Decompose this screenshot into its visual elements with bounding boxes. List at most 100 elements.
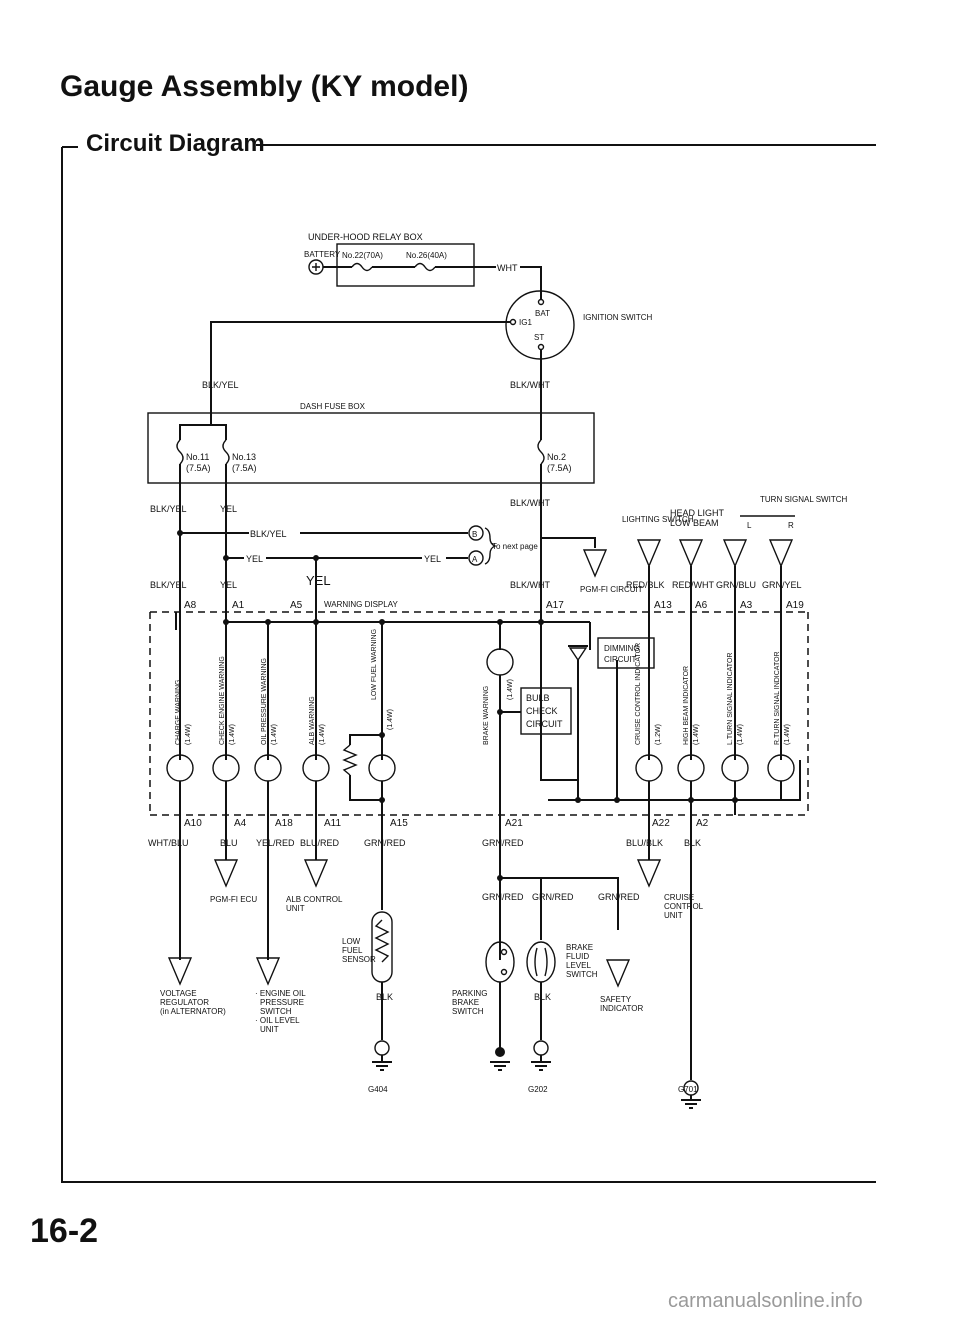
svg-text:WHT/BLU: WHT/BLU bbox=[148, 838, 189, 848]
fuse-40a-icon bbox=[414, 262, 436, 272]
bottom-wiring: WHT/BLU BLU YEL/RED BLU/RED GRN/RED GRN/… bbox=[148, 815, 704, 1109]
svg-text:BLK: BLK bbox=[684, 838, 701, 848]
svg-text:(1.4W): (1.4W) bbox=[387, 709, 394, 730]
page-frame bbox=[61, 144, 876, 1183]
engine-oil-arrow-icon bbox=[255, 957, 281, 986]
svg-text:A22: A22 bbox=[652, 818, 670, 829]
svg-text:A: A bbox=[472, 555, 478, 564]
wire-blk-yel-label: BLK/YEL bbox=[202, 380, 239, 390]
svg-text:(1.4W): (1.4W) bbox=[185, 724, 192, 745]
dash-fuse-box-label: DASH FUSE BOX bbox=[300, 402, 366, 411]
svg-text:A19: A19 bbox=[786, 600, 804, 611]
svg-text:A5: A5 bbox=[290, 600, 303, 611]
svg-text:A11: A11 bbox=[324, 818, 341, 829]
voltage-regulator-arrow-icon bbox=[167, 957, 193, 986]
page-number: 16-2 bbox=[30, 1212, 99, 1250]
svg-text:(1.4W): (1.4W) bbox=[319, 724, 326, 745]
svg-text:· OIL LEVEL: · OIL LEVEL bbox=[255, 1016, 300, 1025]
fuse-11-icon bbox=[176, 439, 184, 465]
svg-text:BLK/WHT: BLK/WHT bbox=[510, 498, 551, 508]
r-turn-label: R.TURN SIGNAL INDICATOR bbox=[774, 651, 781, 745]
svg-text:BRAKE: BRAKE bbox=[452, 998, 479, 1007]
svg-text:(1.4W): (1.4W) bbox=[229, 724, 236, 745]
svg-text:BULB: BULB bbox=[526, 693, 550, 703]
bottom-pins: A10 A4 A18 A11 A15 A21 A22 A2 bbox=[184, 818, 709, 829]
svg-text:SWITCH: SWITCH bbox=[260, 1007, 292, 1016]
svg-text:INDICATOR: INDICATOR bbox=[600, 1004, 643, 1013]
svg-text:RED/WHT: RED/WHT bbox=[672, 580, 714, 590]
warning-display-label: WARNING DISPLAY bbox=[324, 600, 398, 609]
svg-text:A6: A6 bbox=[695, 600, 708, 611]
l-turn-label: L.TURN SIGNAL INDICATOR bbox=[727, 653, 734, 745]
svg-text:HEAD LIGHT: HEAD LIGHT bbox=[670, 508, 725, 518]
dimming-circuit-block: DIMMING CIRCUIT bbox=[597, 637, 655, 669]
svg-text:LOW: LOW bbox=[342, 937, 361, 946]
check-engine-label: CHECK ENGINE WARNING bbox=[219, 656, 226, 745]
diode-icon bbox=[568, 647, 588, 662]
cruise-control-arrow-icon bbox=[636, 859, 662, 888]
svg-text:A10: A10 bbox=[184, 818, 202, 829]
fuse-2-icon bbox=[537, 439, 545, 465]
fuse-70a-icon bbox=[351, 262, 373, 272]
svg-text:A18: A18 bbox=[275, 818, 293, 829]
turn-l-arrow-icon bbox=[722, 539, 748, 568]
svg-text:DIMMING: DIMMING bbox=[604, 644, 640, 653]
ignition-switch: BAT IG1 ST IGNITION SWITCH BLK/YEL BLK/W… bbox=[202, 290, 653, 420]
svg-text:BLK/YEL: BLK/YEL bbox=[150, 580, 187, 590]
fuse-70a-label: No.22(70A) bbox=[342, 251, 383, 260]
svg-text:ALB CONTROL: ALB CONTROL bbox=[286, 895, 343, 904]
svg-text:R: R bbox=[788, 521, 794, 530]
svg-text:SENSOR: SENSOR bbox=[342, 955, 376, 964]
turn-r-arrow-icon bbox=[768, 539, 794, 568]
svg-text:GRN/RED: GRN/RED bbox=[482, 892, 524, 902]
svg-text:UNIT: UNIT bbox=[260, 1025, 279, 1034]
svg-text:UNIT: UNIT bbox=[286, 904, 305, 913]
indicator-lamps: CHARGE WARNING (1.4W) CHECK ENGINE WARNI… bbox=[166, 629, 795, 815]
svg-text:CHECK: CHECK bbox=[526, 706, 558, 716]
svg-text:A17: A17 bbox=[546, 600, 564, 611]
under-hood-relay-box: UNDER-HOOD RELAY BOX No.22(70A) No.26(40… bbox=[304, 232, 542, 300]
charge-warning-label: CHARGE WARNING bbox=[175, 680, 182, 745]
svg-text:BLU/RED: BLU/RED bbox=[300, 838, 340, 848]
svg-text:PARKING: PARKING bbox=[452, 989, 487, 998]
connector-b-icon bbox=[468, 525, 484, 541]
cruise-indicator-label: CRUISE CONTROL INDICATOR bbox=[635, 643, 642, 745]
svg-text:CIRCUIT: CIRCUIT bbox=[526, 719, 563, 729]
svg-text:A15: A15 bbox=[390, 818, 408, 829]
fuse-13-icon bbox=[222, 439, 230, 465]
svg-text:BLK/YEL: BLK/YEL bbox=[250, 529, 287, 539]
svg-text:BLU: BLU bbox=[220, 838, 238, 848]
svg-text:(in ALTERNATOR): (in ALTERNATOR) bbox=[160, 1007, 226, 1016]
lighting-switch-label: LIGHTING SWITCH bbox=[622, 515, 694, 524]
ground-g202-label: G202 bbox=[528, 1085, 548, 1094]
svg-text:LEVEL: LEVEL bbox=[566, 961, 591, 970]
turn-signal-switch-label: TURN SIGNAL SWITCH bbox=[760, 495, 847, 504]
svg-text:LOW BEAM: LOW BEAM bbox=[670, 518, 719, 528]
brake-fluid-switch-icon bbox=[526, 941, 556, 983]
svg-text:A4: A4 bbox=[234, 818, 247, 829]
svg-text:(1.4W): (1.4W) bbox=[507, 679, 514, 700]
low-fuel-label: LOW FUEL WARNING bbox=[371, 629, 378, 700]
to-next-page-label: To next page bbox=[492, 542, 538, 551]
svg-text:BLK: BLK bbox=[534, 992, 551, 1002]
svg-text:CRUISE: CRUISE bbox=[664, 893, 694, 902]
svg-text:FLUID: FLUID bbox=[566, 952, 589, 961]
svg-text:No.13: No.13 bbox=[232, 452, 256, 462]
alb-control-arrow-icon bbox=[303, 859, 329, 888]
svg-text:GRN/RED: GRN/RED bbox=[364, 838, 406, 848]
svg-text:BLK/WHT: BLK/WHT bbox=[510, 580, 551, 590]
svg-text:GRN/RED: GRN/RED bbox=[598, 892, 640, 902]
svg-text:No.11: No.11 bbox=[186, 452, 209, 462]
svg-text:A3: A3 bbox=[740, 600, 753, 611]
alb-warning-label: ALB WARNING bbox=[309, 696, 316, 745]
pgm-fi-circuit-label: PGM-FI CIRCUIT bbox=[580, 585, 643, 594]
svg-text:GRN/BLU: GRN/BLU bbox=[716, 580, 756, 590]
svg-text:REGULATOR: REGULATOR bbox=[160, 998, 209, 1007]
pgm-fi-arrow-icon bbox=[582, 549, 608, 578]
svg-text:A1: A1 bbox=[232, 600, 245, 611]
svg-text:(7.5A): (7.5A) bbox=[232, 463, 257, 473]
wire-blk-wht-label: BLK/WHT bbox=[510, 380, 551, 390]
svg-text:VOLTAGE: VOLTAGE bbox=[160, 989, 197, 998]
svg-text:IG1: IG1 bbox=[519, 318, 532, 327]
